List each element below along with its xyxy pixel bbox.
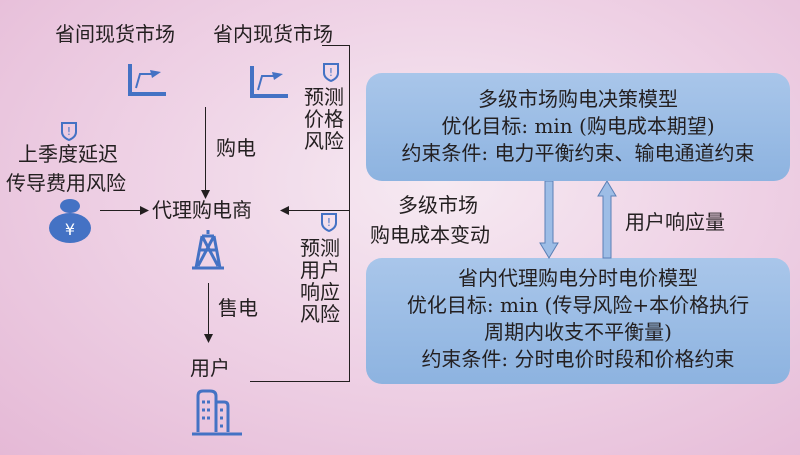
up-block-arrow	[597, 181, 617, 259]
svg-text:!: !	[329, 66, 333, 79]
agent-label: 代理购电商	[152, 198, 252, 222]
sell-label: 售电	[218, 296, 258, 320]
response-risk-label: 预测 用户 响应 风险	[300, 236, 340, 326]
svg-text:¥: ¥	[65, 220, 75, 239]
warning-shield-icon: !	[323, 63, 339, 82]
connector-line	[349, 45, 350, 382]
svg-text:!: !	[67, 125, 71, 138]
delay-risk-label-1: 上季度延迟	[18, 142, 118, 166]
response-volume-label: 用户响应量	[625, 210, 725, 234]
connector-line	[322, 45, 350, 46]
user-label: 用户	[190, 356, 230, 380]
trend-chart-icon	[128, 64, 166, 96]
cost-change-label-1: 多级市场	[398, 193, 478, 217]
intra-province-market-label: 省内现货市场	[213, 22, 333, 46]
box2-objective-1: 优化目标: min (传导风险+本价格执行	[406, 293, 750, 317]
connector-line	[286, 210, 350, 211]
delay-risk-label-2: 传导费用风险	[6, 171, 126, 195]
box1-constraint: 约束条件: 电力平衡约束、输电通道约束	[401, 141, 755, 165]
money-bag-icon: ¥	[49, 199, 91, 243]
warning-shield-icon: !	[321, 213, 337, 232]
box1-title: 多级市场购电决策模型	[478, 87, 678, 111]
box2-constraint: 约束条件: 分时电价时段和价格约束	[421, 347, 735, 371]
trend-chart-icon	[250, 66, 288, 98]
buy-arrow	[205, 107, 206, 193]
arrow-head	[201, 190, 210, 199]
purchase-decision-model-box: 多级市场购电决策模型 优化目标: min (购电成本期望) 约束条件: 电力平衡…	[366, 73, 790, 181]
inter-province-market-label: 省间现货市场	[55, 22, 175, 46]
box2-objective-2: 周期内收支不平衡量)	[484, 320, 672, 344]
box1-objective: 优化目标: min (购电成本期望)	[441, 114, 715, 138]
arrow-head	[140, 206, 149, 215]
svg-text:!: !	[327, 216, 331, 229]
warning-shield-icon: !	[61, 122, 77, 141]
arrow-head	[280, 206, 289, 215]
down-block-arrow	[539, 181, 559, 259]
delay-arrow	[100, 210, 142, 211]
connector-line	[250, 381, 350, 382]
price-risk-label: 预测 价格 风险	[304, 85, 344, 153]
cost-change-label-2: 购电成本变动	[370, 223, 490, 247]
tou-price-model-box: 省内代理购电分时电价模型 优化目标: min (传导风险+本价格执行 周期内收支…	[366, 258, 790, 384]
transmission-tower-icon	[192, 230, 224, 270]
sell-arrow	[208, 283, 209, 338]
arrow-head	[204, 334, 213, 343]
building-icon	[192, 389, 242, 436]
box2-title: 省内代理购电分时电价模型	[458, 266, 698, 290]
buy-label: 购电	[216, 136, 256, 160]
